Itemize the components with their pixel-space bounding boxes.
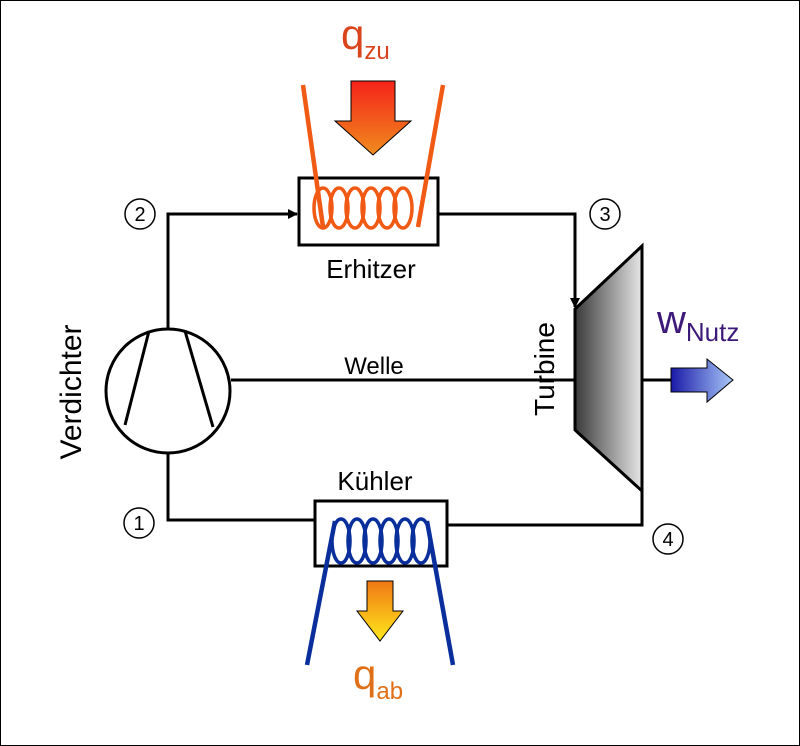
state-1-circle	[123, 507, 155, 539]
compressor-label: Verdichter	[55, 324, 88, 459]
cooler-coil	[330, 517, 432, 565]
pipe-4-to-cooler	[447, 491, 644, 527]
heat-in-arrow	[333, 80, 413, 156]
state-markers	[123, 198, 684, 555]
heater-coil	[312, 186, 414, 230]
cooler-label: Kühler	[337, 466, 412, 496]
state-2-circle	[124, 198, 156, 230]
turbine-symbol	[573, 242, 644, 495]
state-3-label: 3	[599, 204, 610, 226]
pipe-lines	[166, 209, 671, 527]
state-2-label: 2	[134, 204, 145, 226]
state-4-label: 4	[662, 529, 673, 551]
heat-out-symbol: qab	[353, 651, 403, 705]
state-3-circle	[589, 198, 621, 230]
turbine-label: Turbine	[529, 322, 560, 416]
work-symbol: wNutz	[656, 298, 739, 347]
cooler-return-pipe	[304, 520, 456, 666]
pipe-heater-to-3	[438, 212, 580, 308]
pipe-2-to-heater	[166, 209, 298, 329]
pipe-cooler-to-1	[166, 453, 315, 522]
work-out-arrow	[670, 357, 734, 404]
heater-supply-pipe	[300, 84, 446, 228]
heat-out-arrow	[355, 580, 405, 642]
state-1-label: 1	[133, 513, 144, 535]
shaft-label: Welle	[344, 353, 404, 380]
heat-in-symbol: qzu	[341, 11, 390, 65]
heater-label: Erhitzer	[326, 254, 416, 284]
compressor-symbol	[104, 327, 232, 455]
state-4-circle	[652, 523, 684, 555]
